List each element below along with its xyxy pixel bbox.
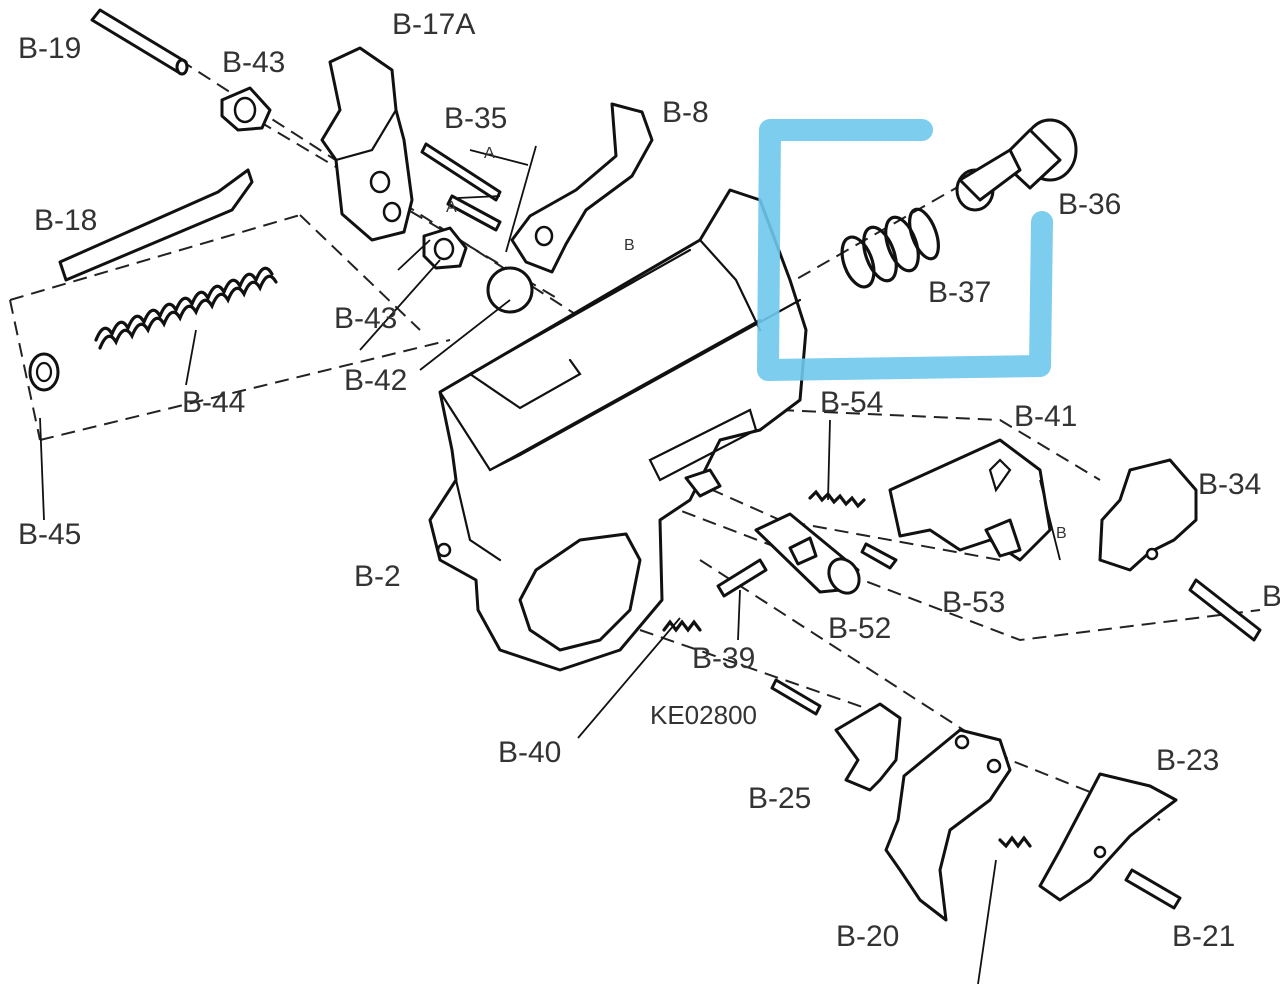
housing-b2: [428, 188, 808, 672]
bushing-b43-mid: [422, 226, 468, 270]
label-b34: B-34: [1198, 468, 1261, 501]
label-b36: B-36: [1058, 188, 1121, 221]
label-b43-mid: B-43: [334, 302, 397, 335]
label-b43-top: B-43: [222, 46, 285, 79]
label-b54: B-54: [820, 386, 883, 419]
label-b2: B-2: [354, 560, 401, 593]
part-b8: [505, 102, 654, 274]
bushing-b43-top: [220, 86, 272, 132]
label-b41: B-41: [1014, 400, 1077, 433]
spring-b37: [840, 207, 940, 289]
label-b25: B-25: [748, 782, 811, 815]
part-b23: [1038, 772, 1178, 902]
label-b37: B-37: [928, 276, 991, 309]
mark-b-2: B: [1056, 525, 1067, 542]
spring-b54: [808, 489, 866, 509]
trigger-b20: [884, 728, 1012, 922]
label-ke02800: KE02800: [650, 700, 757, 730]
pins-b35: [420, 142, 529, 232]
label-b40: B-40: [498, 736, 561, 769]
mark-a-1: A: [484, 145, 495, 162]
part-b34: [1098, 458, 1262, 642]
roller-b42: [486, 266, 534, 314]
pin-b18: [58, 168, 254, 282]
spring-b44: [94, 266, 278, 350]
label-b-edge: B: [1262, 580, 1280, 613]
label-b17a: B-17A: [392, 8, 475, 41]
label-b20: B-20: [836, 920, 899, 953]
spring-small-bottom: [998, 835, 1032, 849]
pin-ke02800: [770, 678, 822, 716]
label-b23: B-23: [1156, 744, 1219, 777]
cylinder-b52: [754, 512, 861, 595]
plunger-b36: [955, 118, 1078, 212]
label-b8: B-8: [662, 96, 709, 129]
label-b39: B-39: [692, 642, 755, 675]
pin-b21: [1124, 868, 1182, 910]
spring-b40: [662, 619, 702, 633]
label-leaders: [39, 239, 1061, 984]
plate-b41: [888, 438, 1052, 562]
label-b44: B-44: [182, 386, 245, 419]
label-b52: B-52: [828, 612, 891, 645]
label-b18: B-18: [34, 204, 97, 237]
label-b42: B-42: [344, 364, 407, 397]
hammer-b17a: [320, 46, 414, 242]
pin-b39: [716, 558, 768, 598]
label-b45: B-45: [18, 518, 81, 551]
mark-a-2: A: [446, 199, 457, 216]
highlight-bracket: [757, 119, 1053, 381]
label-b19: B-19: [18, 32, 81, 65]
plug-b45: [28, 352, 60, 392]
label-b53: B-53: [942, 586, 1005, 619]
label-b35: B-35: [444, 102, 507, 135]
label-b21: B-21: [1172, 920, 1235, 953]
pin-b19: [90, 8, 189, 76]
pin-b53: [860, 542, 898, 570]
part-b25: [834, 702, 902, 792]
mark-b-1: B: [624, 237, 635, 254]
